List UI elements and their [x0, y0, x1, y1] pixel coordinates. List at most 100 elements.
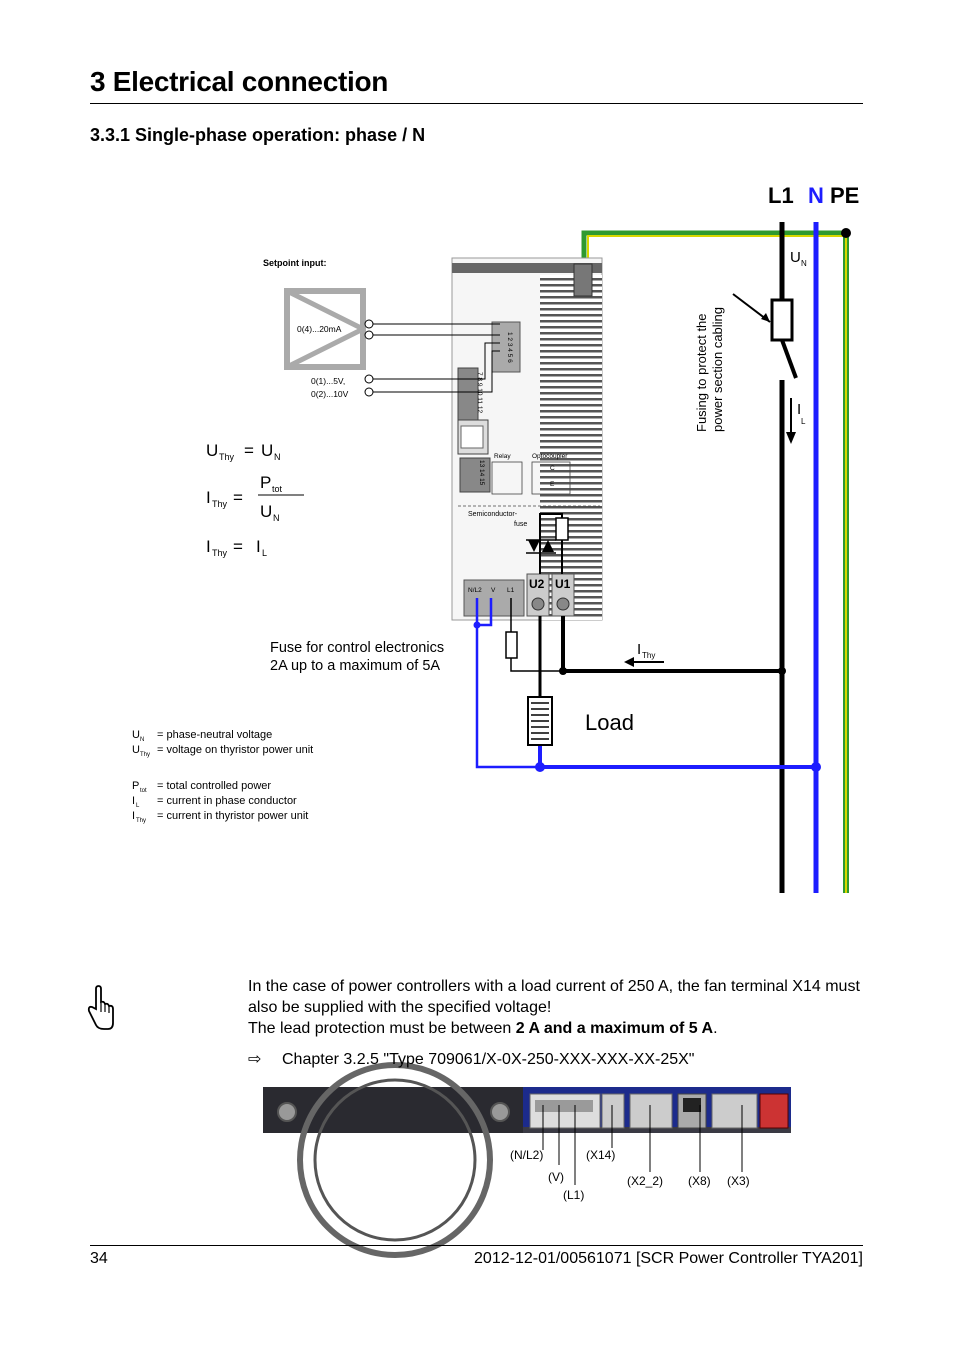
section-title: 3.3.1 Single-phase operation: phase / N	[90, 125, 426, 145]
phase-conductor	[732, 222, 798, 893]
svg-text:I: I	[132, 795, 135, 807]
conductor-l1-label: L1	[768, 183, 794, 208]
note-line-1: In the case of power controllers with a …	[248, 978, 860, 1016]
svg-text:E: E	[550, 481, 555, 488]
svg-text:L: L	[262, 548, 267, 558]
formula-ithy-il: I Thy = I L	[206, 537, 267, 558]
svg-text:=: =	[244, 441, 254, 460]
svg-text:N: N	[140, 737, 144, 743]
svg-text:1 2 3 4 5 6: 1 2 3 4 5 6	[506, 332, 513, 363]
svg-text:U: U	[260, 502, 272, 521]
housing-texts: 1 2 3 4 5 6 7 8 9 10 11 12 13 14 15 Rela…	[468, 332, 571, 594]
svg-text:=: =	[233, 537, 243, 556]
note-line-2: The lead protection must be between 2 A …	[248, 1020, 718, 1037]
control-fuse-caption-1: Fuse for control electronics	[270, 640, 444, 656]
footer-rule	[90, 1245, 863, 1246]
svg-text:N: N	[801, 259, 807, 268]
document-info: 2012-12-01/00561071 [SCR Power Controlle…	[474, 1250, 863, 1267]
svg-text:Optocoupler: Optocoupler	[532, 453, 568, 460]
svg-text:fuse: fuse	[514, 521, 527, 528]
svg-text:0(4)...20mA: 0(4)...20mA	[297, 324, 342, 334]
label-x8: (X8)	[688, 1174, 711, 1188]
label-x14: (X14)	[586, 1148, 615, 1162]
load-circuit: Load I Thy Fuse for control electronics …	[270, 598, 821, 772]
svg-text:Semiconductor-: Semiconductor-	[468, 511, 518, 518]
svg-text:= total controlled power: = total controlled power	[157, 780, 271, 792]
svg-text:U: U	[790, 249, 801, 266]
svg-text:Thy: Thy	[219, 452, 235, 462]
svg-text:Fusing to protect the: Fusing to protect the	[694, 313, 709, 432]
label-v: (V)	[548, 1170, 564, 1184]
chapter-reference: ⇨Chapter 3.2.5 "Type 709061/X-0X-250-XXX…	[248, 1051, 695, 1068]
setpoint-title: Setpoint input:	[263, 258, 326, 268]
controller-housing	[451, 257, 603, 621]
svg-text:P: P	[260, 473, 271, 492]
svg-text:I: I	[132, 810, 135, 822]
svg-text:U: U	[206, 441, 218, 460]
svg-text:13 14 15: 13 14 15	[478, 460, 485, 486]
legend-item: U Thy = voltage on thyristor power unit	[132, 744, 313, 758]
svg-text:C: C	[550, 465, 555, 472]
setpoint-input: Setpoint input: 0(4)...20mA 0(1)...5V, 0…	[263, 258, 500, 399]
svg-text:L: L	[801, 417, 806, 426]
svg-text:= voltage on thyristor power u: = voltage on thyristor power unit	[157, 744, 313, 756]
svg-text:L1: L1	[507, 587, 515, 594]
fusing-caption: Fusing to protect the power section cabl…	[694, 307, 725, 432]
svg-text:= current in phase conductor: = current in phase conductor	[157, 795, 297, 807]
svg-text:Thy: Thy	[212, 548, 228, 558]
svg-text:P: P	[132, 780, 139, 792]
label-l1: (L1)	[563, 1188, 584, 1202]
svg-text:V: V	[491, 587, 496, 594]
load-label: Load	[585, 710, 634, 735]
svg-text:Thy: Thy	[140, 752, 150, 758]
svg-text:= phase-neutral voltage: = phase-neutral voltage	[157, 729, 272, 741]
svg-text:Relay: Relay	[494, 453, 511, 460]
screw-icon	[490, 1102, 510, 1122]
legend-item: I Thy = current in thyristor power unit	[132, 810, 308, 824]
svg-text:Thy: Thy	[212, 499, 228, 509]
arrow-right-icon: ⇨	[248, 1051, 262, 1068]
formula-uthy: U Thy = U N	[206, 441, 281, 462]
chapter-title: 3 Electrical connection	[90, 66, 389, 97]
conductor-pe-label: PE	[830, 183, 859, 208]
conductor-n-label: N	[808, 183, 824, 208]
formulas: U Thy = U N I Thy = P tot U N I Thy = I …	[206, 441, 304, 558]
svg-text:7 8 9 10 11 12: 7 8 9 10 11 12	[476, 372, 483, 413]
svg-text:N: N	[273, 513, 280, 523]
note-block: In the case of power controllers with a …	[248, 976, 863, 1070]
svg-text:= current in thyristor power u: = current in thyristor power unit	[157, 810, 308, 822]
label-x3: (X3)	[727, 1174, 750, 1188]
pointing-hand-icon	[87, 985, 114, 1030]
svg-text:tot: tot	[140, 788, 147, 794]
svg-text:=: =	[233, 488, 243, 507]
svg-text:L: L	[136, 803, 140, 809]
thyristor-block	[526, 513, 569, 574]
svg-text:U: U	[132, 744, 140, 756]
svg-text:U: U	[261, 441, 273, 460]
conductor-labels: L1 N PE	[768, 183, 859, 208]
terminal-u1-label: U1	[555, 577, 571, 591]
control-fuse-caption-2: 2A up to a maximum of 5A	[270, 658, 440, 674]
device-photo: (N/L2) (X14) (V) (L1) (X2_2) (X8) (X3)	[263, 1062, 791, 1258]
svg-text:tot: tot	[272, 484, 283, 494]
label-nl2: (N/L2)	[510, 1148, 543, 1162]
label-x2-2: (X2_2)	[627, 1174, 663, 1188]
svg-text:I: I	[206, 488, 211, 507]
formula-ithy-power: I Thy = P tot U N	[206, 473, 304, 523]
svg-text:I: I	[256, 537, 261, 556]
svg-text:Thy: Thy	[642, 651, 655, 660]
chapter-rule	[90, 103, 863, 104]
il-indicator: I L	[786, 398, 806, 444]
line-fuse	[770, 298, 794, 342]
svg-text:Thy: Thy	[136, 818, 146, 824]
svg-text:0(1)...5V,: 0(1)...5V,	[311, 376, 345, 386]
svg-text:I: I	[797, 401, 801, 418]
svg-text:I: I	[637, 641, 641, 658]
screw-icon	[277, 1102, 297, 1122]
legend-item: U N = phase-neutral voltage	[132, 729, 272, 743]
control-fuse	[505, 631, 518, 659]
page-number: 34	[90, 1250, 108, 1267]
un-indicator: U N	[790, 249, 807, 268]
symbol-legend: U N = phase-neutral voltage U Thy = volt…	[132, 729, 313, 824]
